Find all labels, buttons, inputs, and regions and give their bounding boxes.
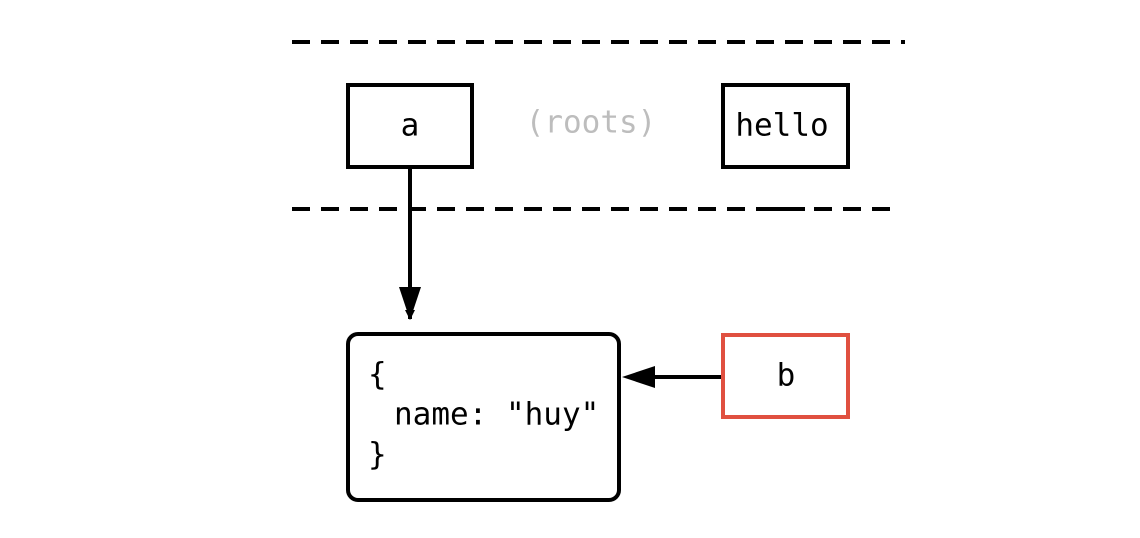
object-open-brace: { — [368, 357, 387, 393]
root-a-label: a — [401, 108, 420, 144]
object-box — [346, 332, 621, 502]
roots-label: (roots) — [526, 105, 657, 141]
root-hello-box — [721, 83, 850, 169]
arrow-a-head — [399, 287, 421, 320]
arrow-b-head — [622, 366, 655, 388]
object-name-property: name: "huy" — [394, 397, 599, 433]
object-close-brace: } — [368, 437, 387, 473]
variable-b-box — [721, 333, 850, 419]
root-hello-label: hello — [735, 108, 828, 144]
variable-b-label: b — [777, 358, 796, 394]
root-a-box — [346, 83, 474, 169]
